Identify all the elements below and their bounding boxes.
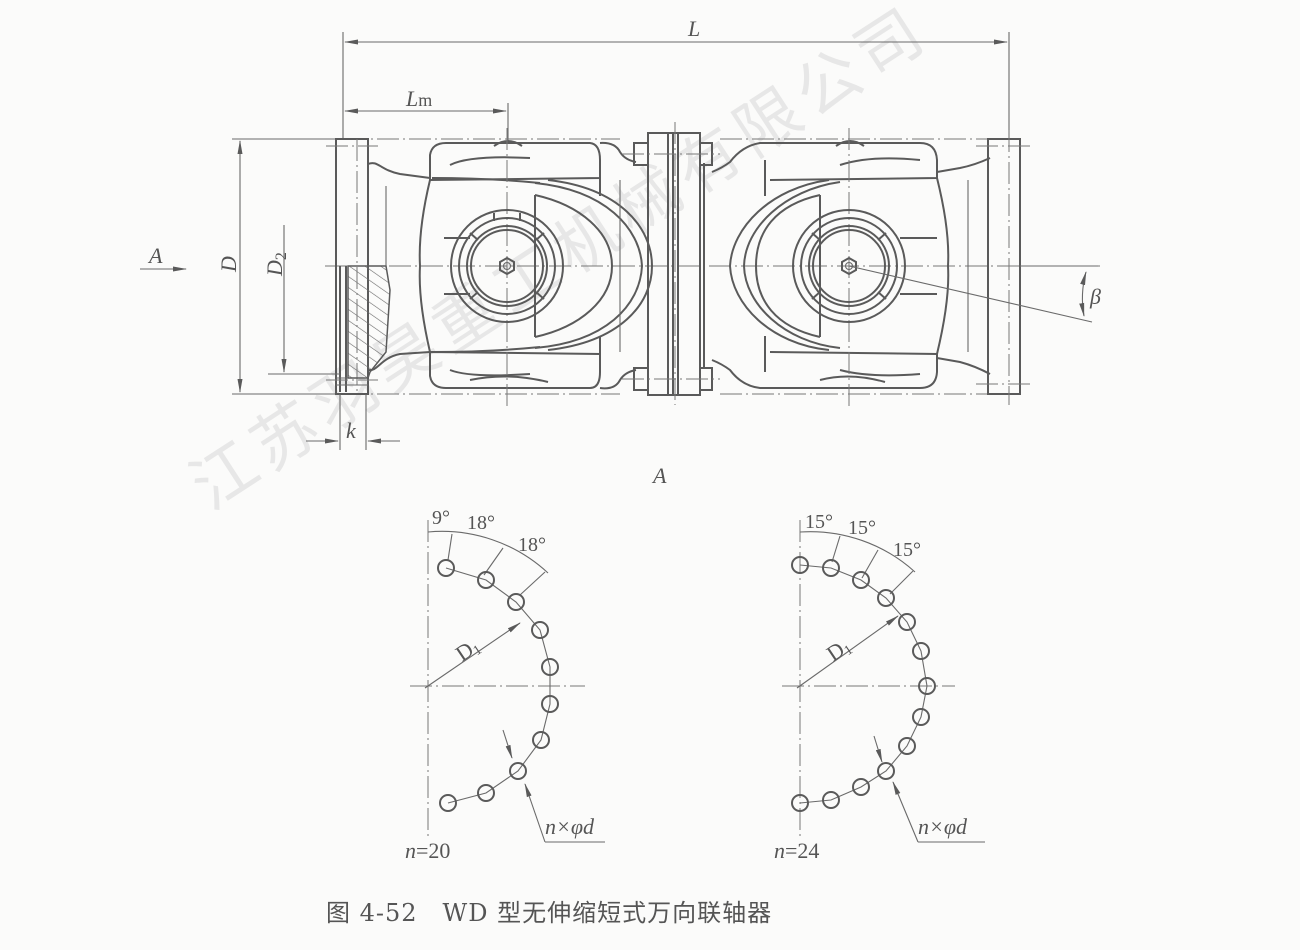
svg-text:A: A [147, 243, 163, 268]
n20-hole-callout: n×φd [545, 814, 595, 839]
D2-dimension: D2 [262, 225, 340, 375]
svg-text:15°: 15° [848, 517, 876, 539]
overall-length-dimension: L [342, 16, 1010, 140]
n20-D1-label: D1 [451, 633, 485, 668]
svg-text:9°: 9° [432, 507, 450, 529]
svg-text:18°: 18° [518, 534, 546, 556]
dim-beta-label: β [1089, 284, 1101, 309]
center-flange-pair [622, 122, 720, 405]
view-arrow-A: A [140, 243, 187, 272]
left-flange [326, 138, 431, 395]
lm-dimension: Lm [344, 86, 509, 140]
D-dimension: D [216, 140, 243, 393]
n20-count-label: n=20 [405, 838, 450, 863]
n24-D1-label: D1 [822, 633, 856, 668]
dim-D-label: D [216, 256, 241, 273]
view-A-label: A [651, 463, 667, 488]
svg-text:15°: 15° [893, 539, 921, 561]
dim-Lm-label: Lm [405, 86, 432, 111]
figure-caption: 图 4-52 WD 型无伸缩短式万向联轴器 [326, 899, 773, 927]
dim-k-label: k [346, 418, 357, 443]
right-yoke [711, 128, 991, 410]
right-flange [976, 130, 1030, 405]
bolt-pattern-n24: D1 15° 15° 15° n×φd n=24 [774, 511, 985, 863]
svg-text:15°: 15° [805, 511, 833, 533]
n24-hole-callout: n×φd [918, 814, 968, 839]
section-hatch [347, 265, 391, 379]
svg-text:18°: 18° [467, 512, 495, 534]
k-dimension: k [306, 394, 400, 450]
dim-L-label: L [687, 16, 700, 41]
bolt-pattern-n20: D1 9° 18° 18° n×φd n=20 [405, 507, 605, 863]
left-yoke [418, 128, 654, 410]
beta-angle-dimension: β [848, 265, 1101, 323]
dim-D2-label: D2 [262, 252, 290, 277]
n24-count-label: n=24 [774, 838, 819, 863]
